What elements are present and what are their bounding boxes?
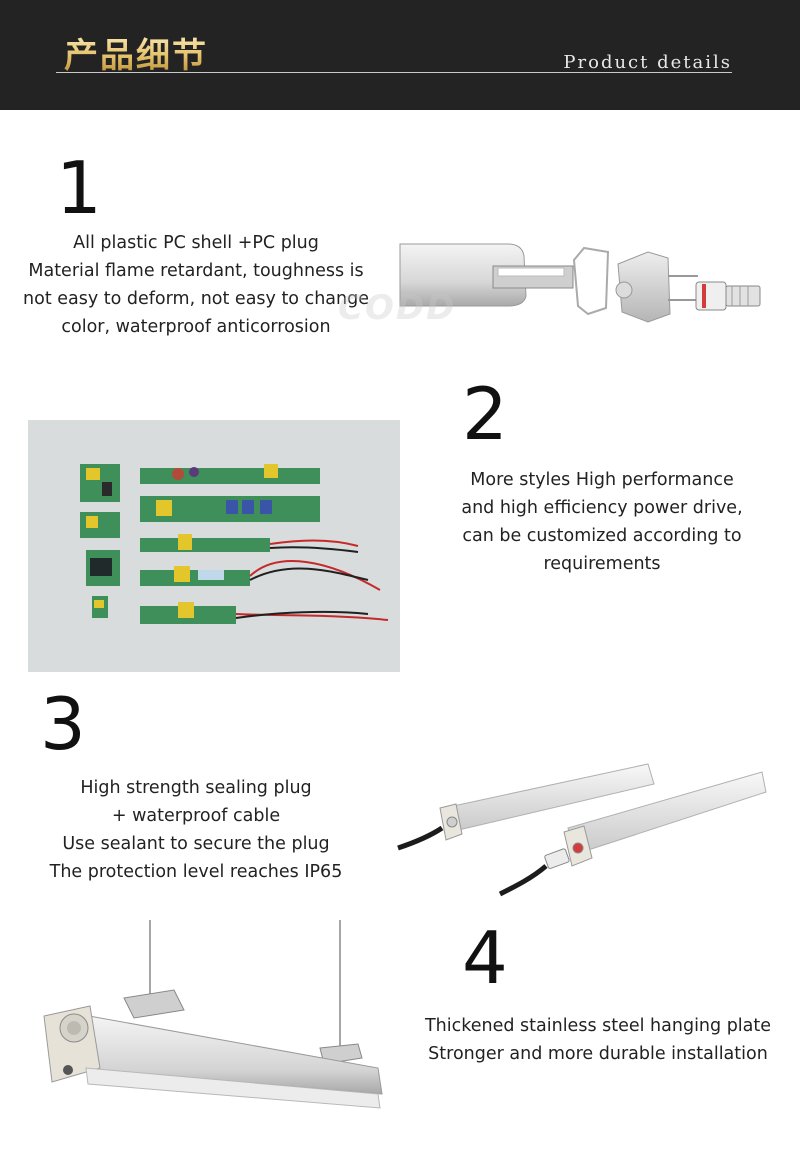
hanging-plate-light-illustration: [43, 920, 383, 1109]
section-2-line: and high efficiency power drive,: [461, 498, 743, 518]
section-1-line: All plastic PC shell +PC plug: [73, 233, 319, 253]
header-divider: [56, 72, 732, 73]
header-banner: 产品细节 Product details: [0, 0, 800, 110]
section-4-line: Thickened stainless steel hanging plate: [424, 1016, 772, 1036]
section-1-line: color, waterproof anticorrosion: [61, 317, 331, 337]
pc-shell-plug-illustration: [399, 243, 761, 323]
watermark-text: CODD: [338, 288, 457, 328]
section-3-line: Use sealant to secure the plug: [62, 834, 330, 854]
section-1-number: 1: [56, 146, 102, 230]
section-2-line: More styles High performance: [470, 470, 734, 490]
section-1-image-pc-shell: [398, 196, 800, 356]
section-1-line: not easy to deform, not easy to change: [23, 289, 369, 309]
section-2-line: can be customized according to: [462, 526, 742, 546]
section-3-image-sealing-plug: [396, 748, 800, 908]
sealed-tube-lights-illustration: [397, 763, 767, 897]
section-2-text: More styles High performance and high ef…: [402, 466, 800, 578]
page-title: 产品细节: [64, 28, 208, 77]
section-3-line: + waterproof cable: [111, 806, 281, 826]
section-2-number: 2: [462, 372, 508, 456]
section-4-image-hanging-plate: [38, 918, 390, 1118]
section-4-number: 4: [462, 916, 508, 1000]
section-3-number: 3: [40, 682, 86, 766]
section-4-text: Thickened stainless steel hanging plate …: [396, 1012, 800, 1068]
section-2-line: requirements: [543, 554, 661, 574]
power-driver-boards-illustration: [80, 464, 389, 624]
page-subtitle: Product details: [563, 52, 732, 73]
section-2-image-power-drivers: [28, 420, 400, 672]
section-1-text: All plastic PC shell +PC plug Material f…: [0, 229, 392, 341]
section-1-line: Material flame retardant, toughness is: [28, 261, 364, 281]
section-3-line: High strength sealing plug: [80, 778, 312, 798]
section-3-line: The protection level reaches IP65: [49, 862, 343, 882]
section-4-line: Stronger and more durable installation: [428, 1044, 768, 1064]
section-3-text: High strength sealing plug + waterproof …: [0, 774, 392, 886]
